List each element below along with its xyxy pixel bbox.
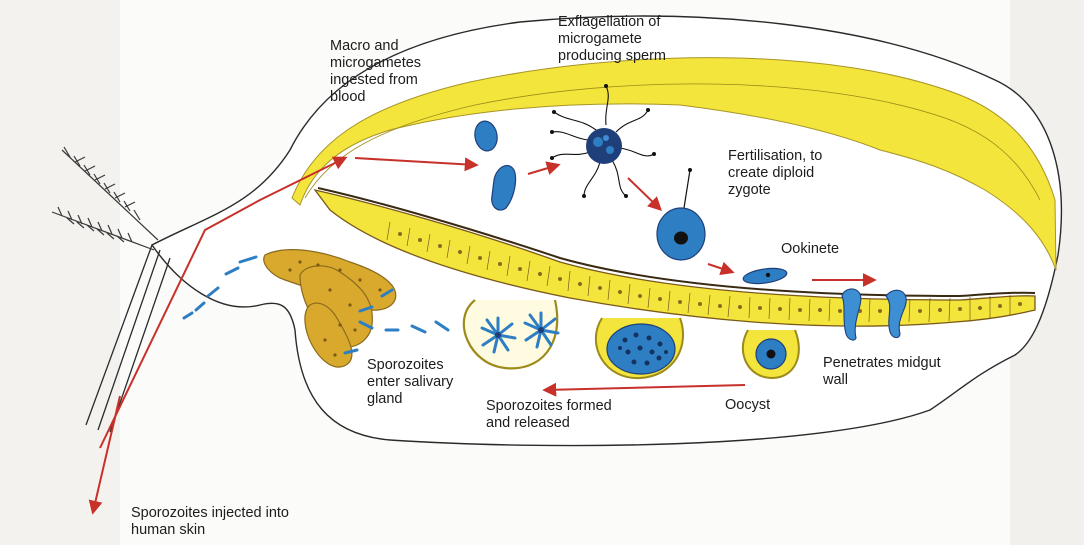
- ookinete-nucleus: [766, 273, 770, 277]
- zygote-flagellum-tip: [688, 168, 692, 172]
- label-penetrates-midgut: Penetrates midgut wall: [823, 355, 941, 389]
- label-sporozoites-formed: Sporozoites formed and released: [486, 398, 612, 432]
- label-exflagellation: Exflagellation of microgamete producing …: [558, 14, 666, 65]
- page-bleed-left: [0, 0, 120, 545]
- label-fertilisation: Fertilisation, to create diploid zygote: [728, 148, 822, 199]
- label-ookinete: Ookinete: [781, 241, 839, 258]
- label-sporozoites-injected: Sporozoites injected into human skin: [131, 505, 289, 539]
- label-sporozoites-salivary: Sporozoites enter salivary gland: [367, 357, 453, 408]
- label-gametes-ingested: Macro and microgametes ingested from blo…: [330, 38, 421, 106]
- label-oocyst: Oocyst: [725, 397, 770, 414]
- zygote-nucleus: [674, 232, 688, 245]
- oocyst-young-nucleus: [767, 350, 776, 359]
